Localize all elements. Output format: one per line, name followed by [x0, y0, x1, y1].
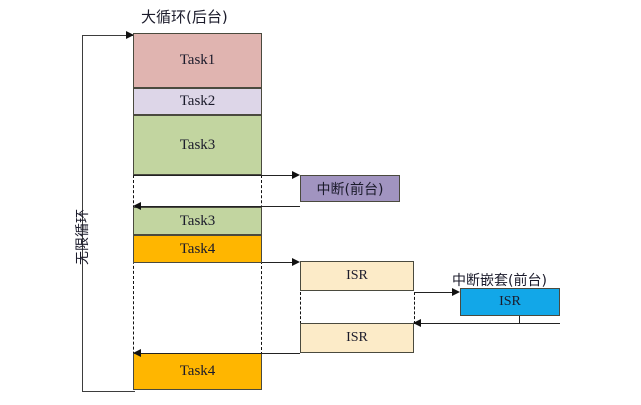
timeline-guide-right: [261, 175, 262, 355]
return-from-interrupt-line: [139, 206, 300, 208]
task4-block: Task4: [133, 235, 262, 263]
enter-nested-isr-line: [414, 292, 455, 294]
task3-block: Task3: [133, 115, 262, 175]
isr-lower-box: ISR: [300, 323, 414, 353]
infinite-loop-arrowhead: [126, 30, 134, 39]
isr-guide-left: [300, 292, 301, 324]
return-from-nested-isr-arrowhead: [413, 319, 421, 327]
nested-interrupt-title: 中断嵌套(前台): [452, 273, 547, 289]
task2-block: Task2: [133, 88, 262, 115]
infinite-loop-bracket: [82, 35, 135, 392]
enter-isr-line: [262, 262, 295, 264]
return-from-interrupt-arrowhead: [133, 202, 141, 210]
task4b-block: Task4: [133, 353, 262, 390]
foreground-interrupt-box: 中断(前台): [300, 175, 400, 202]
enter-nested-isr-arrowhead: [452, 287, 460, 296]
isr-upper-box: ISR: [300, 261, 414, 291]
background-loop-title: 大循环(后台): [141, 8, 228, 26]
infinite-loop-label: 无限循环: [75, 209, 91, 265]
isr-guide-right: [414, 292, 415, 324]
task1-block: Task1: [133, 33, 262, 88]
return-from-nested-isr-line: [420, 323, 560, 325]
return-to-task4-arrowhead: [133, 349, 141, 357]
nested-isr-box: ISR: [460, 288, 560, 316]
timeline-guide-left: [133, 175, 134, 390]
enter-interrupt-arrowhead: [292, 171, 300, 179]
task3b-block: Task3: [133, 207, 262, 235]
nested-isr-return-drop: [519, 316, 521, 324]
enter-isr-arrowhead: [292, 257, 300, 266]
return-to-task4-line: [139, 353, 300, 355]
enter-interrupt-line: [133, 175, 295, 177]
